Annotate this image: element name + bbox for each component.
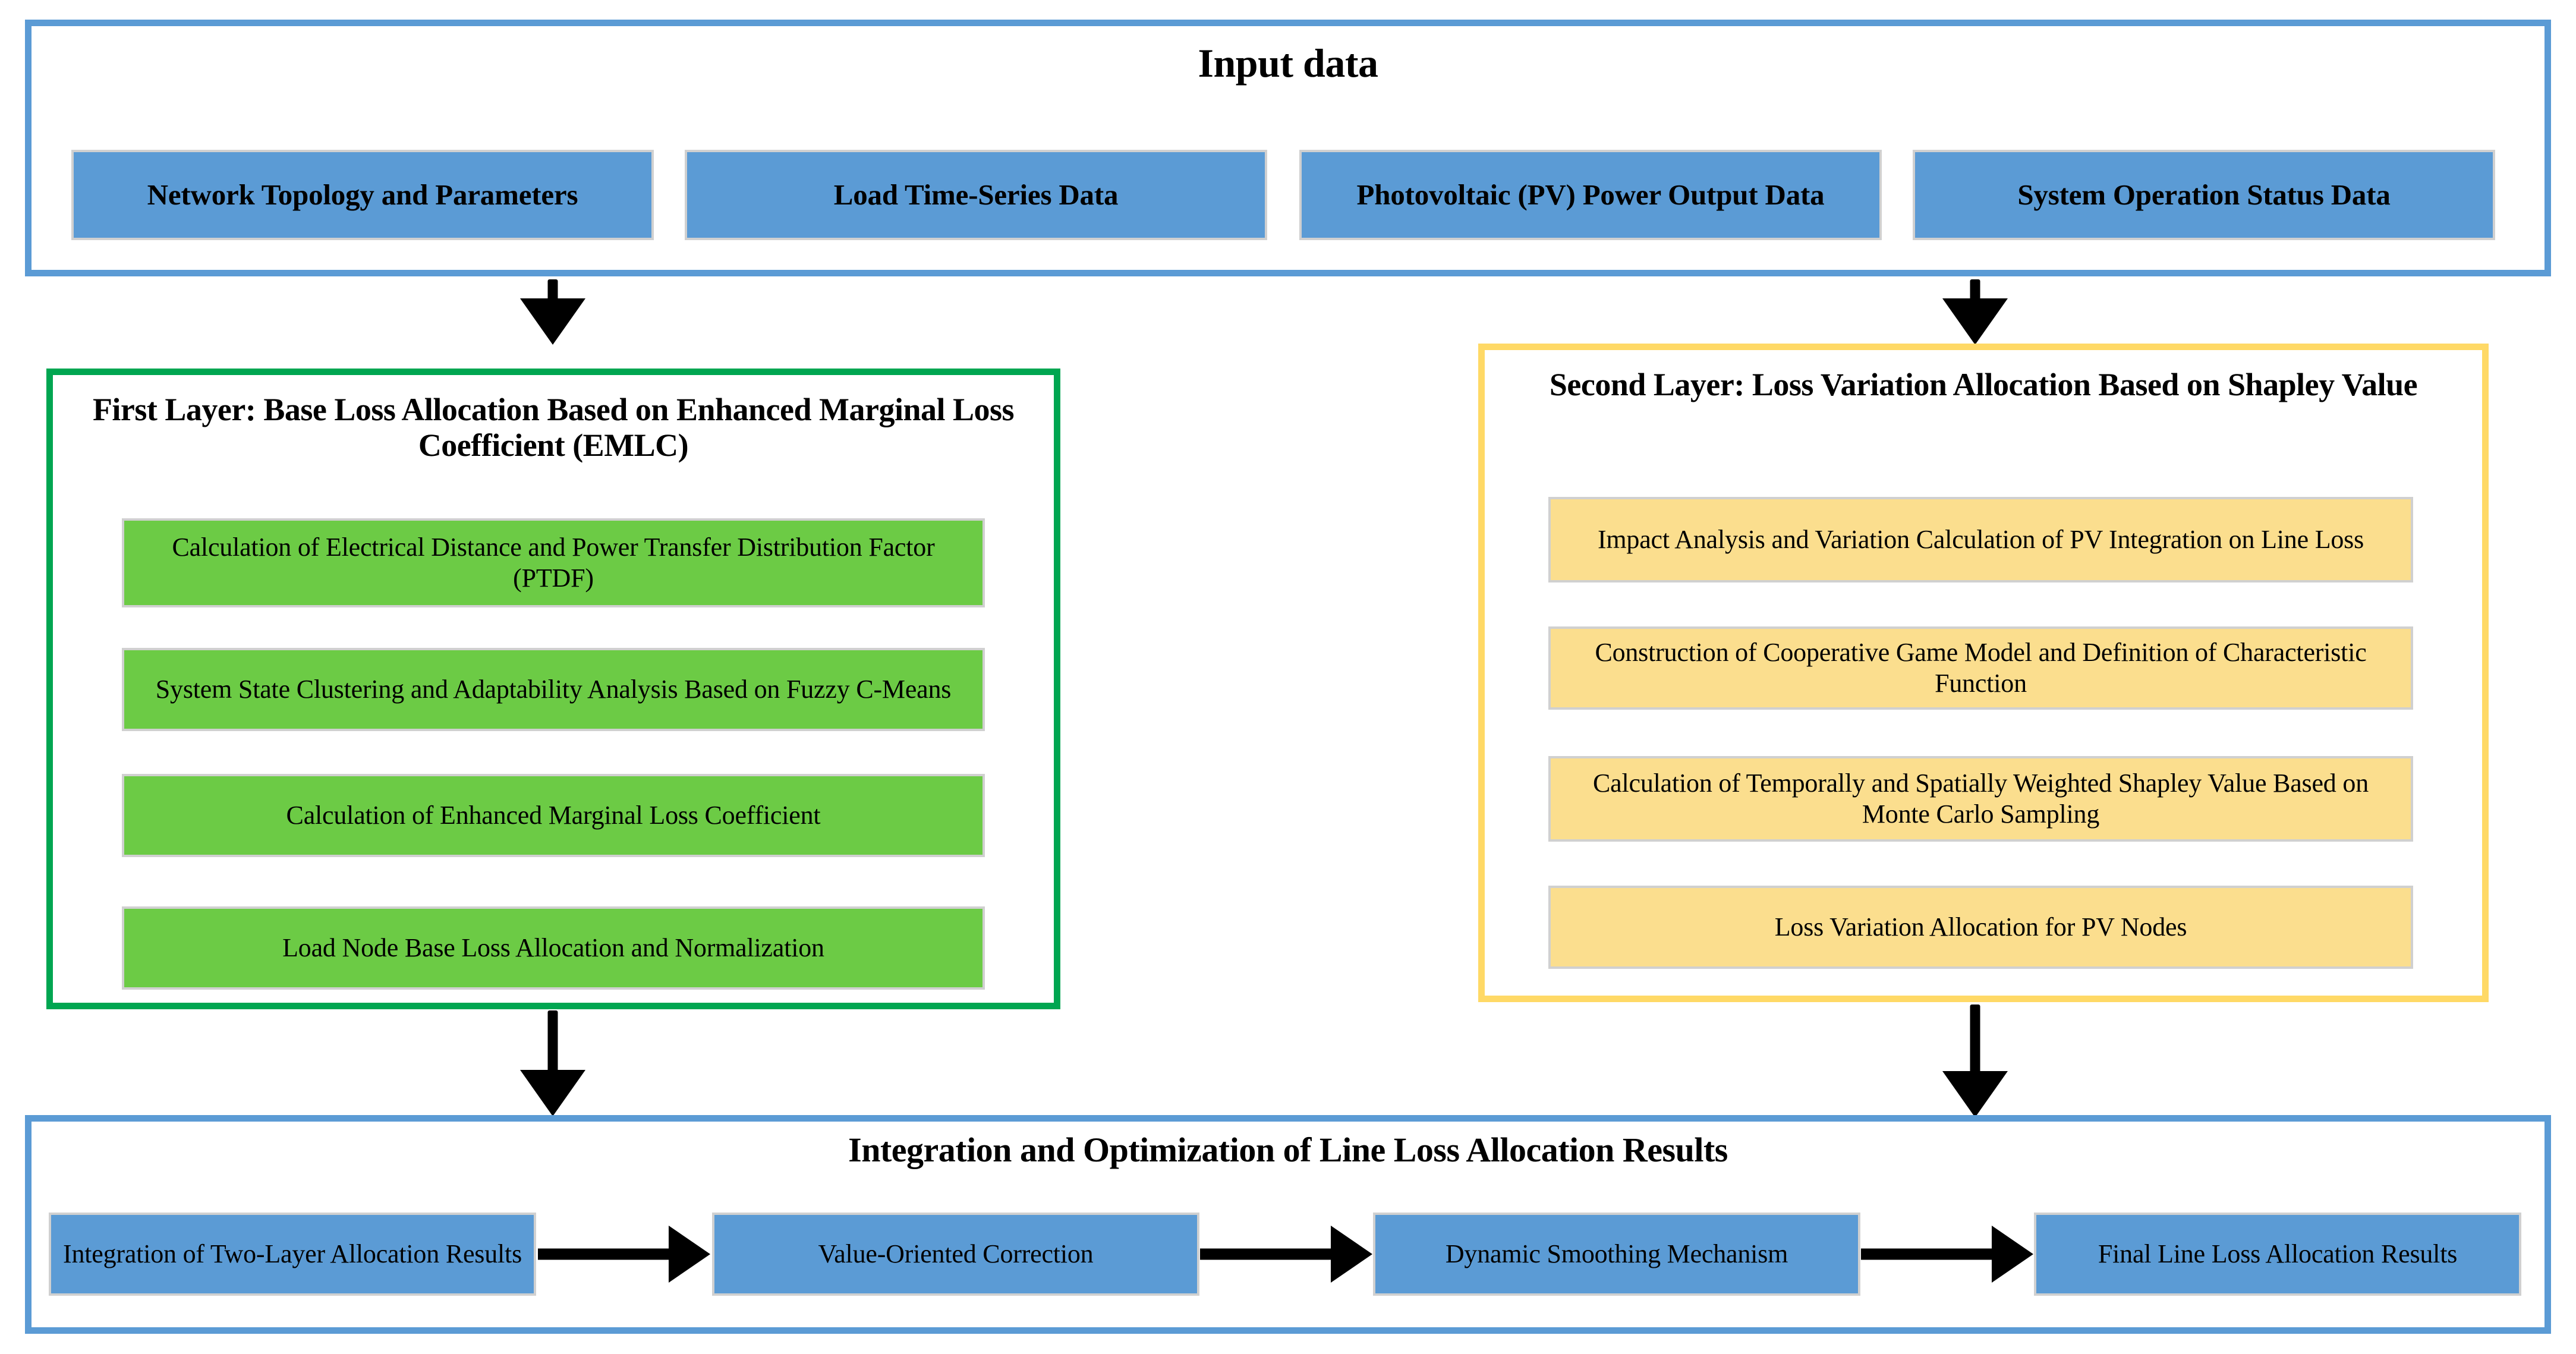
- step-label: Value-Oriented Correction: [818, 1239, 1094, 1269]
- arrow-shaft: [1970, 1005, 1980, 1083]
- input-item-label: System Operation Status Data: [2017, 178, 2391, 212]
- step-label: Loss Variation Allocation for PV Nodes: [1774, 912, 2187, 942]
- first-layer-step-emlc[interactable]: Calculation of Enhanced Marginal Loss Co…: [122, 774, 985, 857]
- step-label: Dynamic Smoothing Mechanism: [1445, 1239, 1788, 1269]
- arrow-integration-step3-to-step4: [1861, 1224, 2033, 1284]
- arrow-shaft: [1861, 1248, 1995, 1260]
- arrow-head: [1992, 1226, 2033, 1283]
- step-label: Calculation of Electrical Distance and P…: [172, 533, 935, 593]
- step-label: Calculation of Enhanced Marginal Loss Co…: [286, 801, 821, 830]
- arrow-shaft: [1200, 1248, 1334, 1260]
- arrow-integration-step2-to-step3: [1200, 1224, 1372, 1284]
- step-label: Integration of Two-Layer Allocation Resu…: [63, 1239, 522, 1269]
- first-layer-step-normalization[interactable]: Load Node Base Loss Allocation and Norma…: [122, 906, 985, 990]
- step-label: Impact Analysis and Variation Calculatio…: [1597, 525, 2364, 555]
- second-layer-title: Second Layer: Loss Variation Allocation …: [1549, 367, 2418, 402]
- input-item-label: Network Topology and Parameters: [147, 178, 578, 212]
- arrow-head: [669, 1226, 710, 1283]
- arrow-shaft: [547, 1010, 558, 1082]
- arrow-first-layer-to-integration: [520, 1010, 585, 1116]
- step-label: Calculation of Temporally and Spatially …: [1592, 769, 2369, 829]
- arrow-input-to-second-layer: [1942, 279, 2008, 345]
- input-item-label: Photovoltaic (PV) Power Output Data: [1356, 178, 1825, 212]
- arrow-head: [1331, 1226, 1372, 1283]
- first-layer-step-ptdf[interactable]: Calculation of Electrical Distance and P…: [122, 518, 985, 607]
- input-item-system-operation-status[interactable]: System Operation Status Data: [1913, 150, 2495, 240]
- integration-step-two-layer-results[interactable]: Integration of Two-Layer Allocation Resu…: [49, 1213, 536, 1296]
- arrow-integration-step1-to-step2: [538, 1224, 710, 1284]
- integration-title: Integration and Optimization of Line Los…: [848, 1131, 1728, 1169]
- integration-step-dynamic-smoothing[interactable]: Dynamic Smoothing Mechanism: [1373, 1213, 1860, 1296]
- input-item-load-time-series[interactable]: Load Time-Series Data: [685, 150, 1267, 240]
- arrow-input-to-first-layer: [520, 279, 585, 345]
- input-item-label: Load Time-Series Data: [833, 178, 1119, 212]
- first-layer-step-fuzzy-cmeans[interactable]: System State Clustering and Adaptability…: [122, 648, 985, 731]
- first-layer-title: First Layer: Base Loss Allocation Based …: [92, 392, 1015, 464]
- step-label: Construction of Cooperative Game Model a…: [1595, 638, 2367, 698]
- second-layer-step-cooperative-game[interactable]: Construction of Cooperative Game Model a…: [1548, 626, 2413, 710]
- arrow-head: [1942, 298, 2008, 345]
- integration-step-value-oriented-correction[interactable]: Value-Oriented Correction: [712, 1213, 1199, 1296]
- arrow-head: [520, 298, 585, 345]
- arrow-shaft: [538, 1248, 672, 1260]
- input-data-title: Input data: [1198, 40, 1378, 86]
- step-label: Load Node Base Loss Allocation and Norma…: [282, 933, 824, 963]
- step-label: Final Line Loss Allocation Results: [2098, 1239, 2458, 1269]
- input-item-pv-power-output[interactable]: Photovoltaic (PV) Power Output Data: [1299, 150, 1882, 240]
- arrow-head: [1942, 1071, 2008, 1117]
- second-layer-step-pv-nodes[interactable]: Loss Variation Allocation for PV Nodes: [1548, 886, 2413, 969]
- step-label: System State Clustering and Adaptability…: [155, 675, 952, 704]
- second-layer-step-shapley-monte-carlo[interactable]: Calculation of Temporally and Spatially …: [1548, 756, 2413, 842]
- input-item-network-topology[interactable]: Network Topology and Parameters: [71, 150, 654, 240]
- second-layer-step-impact-analysis[interactable]: Impact Analysis and Variation Calculatio…: [1548, 497, 2413, 582]
- arrow-second-layer-to-integration: [1942, 1005, 2008, 1117]
- arrow-head: [520, 1070, 585, 1116]
- integration-step-final-results[interactable]: Final Line Loss Allocation Results: [2034, 1213, 2521, 1296]
